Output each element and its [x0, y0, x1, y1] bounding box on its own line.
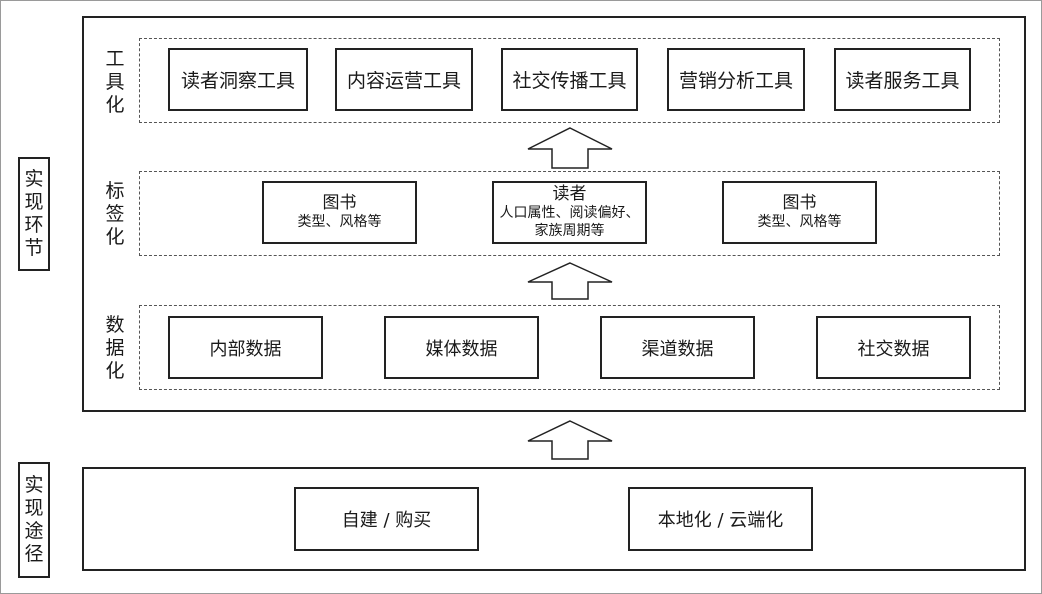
tool-social-spread: 社交传播工具 [501, 48, 638, 111]
label-char: 现 [24, 191, 44, 213]
label-char: 据 [105, 336, 125, 359]
tag-detail: 类型、风格等 [757, 214, 842, 230]
label-char: 实 [24, 168, 44, 190]
label-char: 化 [105, 359, 125, 382]
label-char: 化 [105, 93, 125, 116]
arrow-up-icon [527, 127, 613, 169]
tag-detail: 类型、风格等 [297, 214, 382, 230]
tag-title: 读者 [552, 184, 587, 204]
implementation-paths-label: 实 现 途 径 [18, 462, 50, 578]
tools-layer-label: 工 具 化 [100, 46, 130, 118]
label-char: 径 [24, 543, 44, 565]
label-char: 数 [105, 313, 125, 336]
label-char: 节 [24, 237, 44, 259]
tags-layer-label: 标 签 化 [100, 178, 130, 250]
tag-reader: 读者 人口属性、阅读偏好、 家族周期等 [492, 181, 647, 244]
tool-content-operation: 内容运营工具 [335, 48, 473, 111]
tag-detail: 人口属性、阅读偏好、 [499, 205, 640, 221]
tag-title: 图书 [782, 193, 817, 213]
label-char: 途 [24, 520, 44, 542]
tag-title: 图书 [322, 193, 357, 213]
data-channel: 渠道数据 [600, 316, 755, 379]
data-media: 媒体数据 [384, 316, 539, 379]
tag-book-1: 图书 类型、风格等 [262, 181, 417, 244]
label-char: 标 [105, 179, 125, 202]
tag-detail: 家族周期等 [534, 223, 605, 239]
arrow-up-icon [527, 420, 613, 460]
label-char: 实 [24, 474, 44, 496]
label-char: 化 [105, 225, 125, 248]
tool-reader-insight: 读者洞察工具 [168, 48, 308, 111]
implementation-paths-panel [82, 467, 1026, 571]
label-char: 环 [24, 214, 44, 236]
path-local-or-cloud: 本地化 / 云端化 [628, 487, 813, 551]
data-layer-label: 数 据 化 [100, 312, 130, 384]
implementation-steps-label: 实 现 环 节 [18, 157, 50, 271]
label-char: 现 [24, 497, 44, 519]
label-char: 具 [105, 70, 125, 93]
data-internal: 内部数据 [168, 316, 323, 379]
data-social: 社交数据 [816, 316, 971, 379]
tools-layer-group [139, 38, 1000, 123]
tool-reader-service: 读者服务工具 [834, 48, 971, 111]
tag-book-2: 图书 类型、风格等 [722, 181, 877, 244]
data-layer-group [139, 305, 1000, 390]
arrow-up-icon [527, 262, 613, 300]
path-build-or-buy: 自建 / 购买 [294, 487, 479, 551]
tags-layer-group [139, 171, 1000, 256]
label-char: 工 [105, 47, 125, 70]
label-char: 签 [105, 202, 125, 225]
tool-marketing-analysis: 营销分析工具 [667, 48, 805, 111]
